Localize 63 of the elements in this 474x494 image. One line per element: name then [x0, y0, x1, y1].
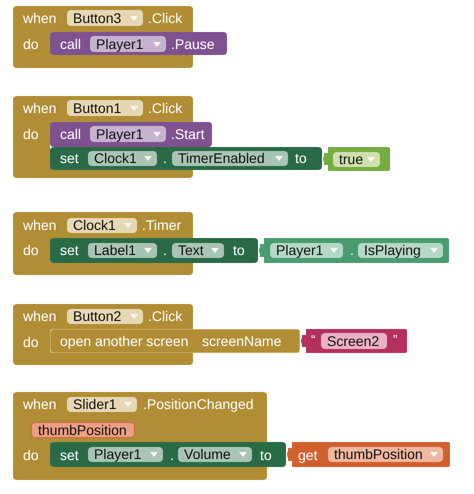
dot-label: .: [163, 242, 167, 258]
keyword-label: when: [23, 308, 56, 324]
quote-mark: ”: [393, 332, 398, 348]
component-dropdown: Button2: [67, 309, 143, 324]
property-dropdown: IsPlaying: [358, 243, 443, 258]
boolean-dropdown: true: [333, 152, 380, 167]
keyword-label: do: [23, 334, 39, 350]
event-name-label: .Click: [148, 100, 182, 116]
event-name-label: .Timer: [142, 217, 182, 233]
component-dropdown: Player1: [88, 447, 163, 462]
variable-get-block: [286, 442, 450, 467]
keyword-label: to: [260, 447, 272, 463]
keyword-label: do: [23, 126, 39, 142]
keyword-label: set: [60, 447, 79, 463]
parameter-name-field: thumbPosition: [31, 422, 135, 438]
keyword-label: get: [298, 447, 318, 463]
keyword-label: set: [60, 242, 79, 258]
method-call-block: [50, 32, 227, 55]
parameter-label: screenName: [202, 333, 282, 349]
component-dropdown: Label1: [88, 243, 157, 258]
component-dropdown: Clock1: [88, 151, 157, 166]
event-name-label: .Click: [148, 10, 182, 26]
property-dropdown: Volume: [178, 447, 252, 462]
keyword-label: do: [23, 447, 39, 463]
component-dropdown: Player1: [270, 243, 343, 258]
component-dropdown: Clock1: [67, 218, 137, 233]
keyword-label: to: [295, 150, 307, 166]
keyword-label: when: [23, 396, 56, 412]
method-name-label: .Start: [171, 126, 204, 142]
keyword-label: to: [233, 242, 245, 258]
event-name-label: .PositionChanged: [143, 396, 254, 412]
keyword-label: call: [60, 126, 82, 142]
keyword-label: when: [23, 100, 56, 116]
text-string-block: [300, 329, 407, 353]
setter-block: [50, 442, 286, 467]
property-dropdown: TimerEnabled: [172, 151, 288, 166]
getter-block: [258, 238, 449, 263]
variable-dropdown: thumbPosition: [328, 447, 443, 462]
method-name-label: .Pause: [171, 36, 215, 52]
method-call-block: [50, 122, 212, 147]
dot-label: .: [170, 447, 174, 463]
setter-block: [50, 238, 258, 263]
keyword-label: when: [23, 217, 56, 233]
component-dropdown: Button3: [67, 10, 143, 26]
property-dropdown: Text: [172, 243, 224, 258]
keyword-label: when: [23, 10, 56, 26]
component-dropdown: Slider1: [67, 397, 137, 412]
keyword-label: set: [60, 150, 79, 166]
component-dropdown: Button1: [67, 100, 143, 116]
setter-block: [50, 147, 322, 170]
open-screen-block: [50, 329, 300, 353]
keyword-label: call: [60, 36, 82, 52]
dot-label: .: [163, 150, 167, 166]
event-name-label: .Click: [148, 308, 182, 324]
dot-label: .: [350, 242, 354, 258]
keyword-label: do: [23, 242, 39, 258]
keyword-label: do: [23, 36, 39, 52]
quote-mark: “: [311, 332, 316, 348]
boolean-block: [322, 147, 390, 171]
component-dropdown: Player1: [90, 36, 166, 52]
text-value-field: Screen2: [321, 333, 387, 349]
component-dropdown: Player1: [90, 126, 166, 142]
block-label: open another screen: [60, 333, 188, 349]
